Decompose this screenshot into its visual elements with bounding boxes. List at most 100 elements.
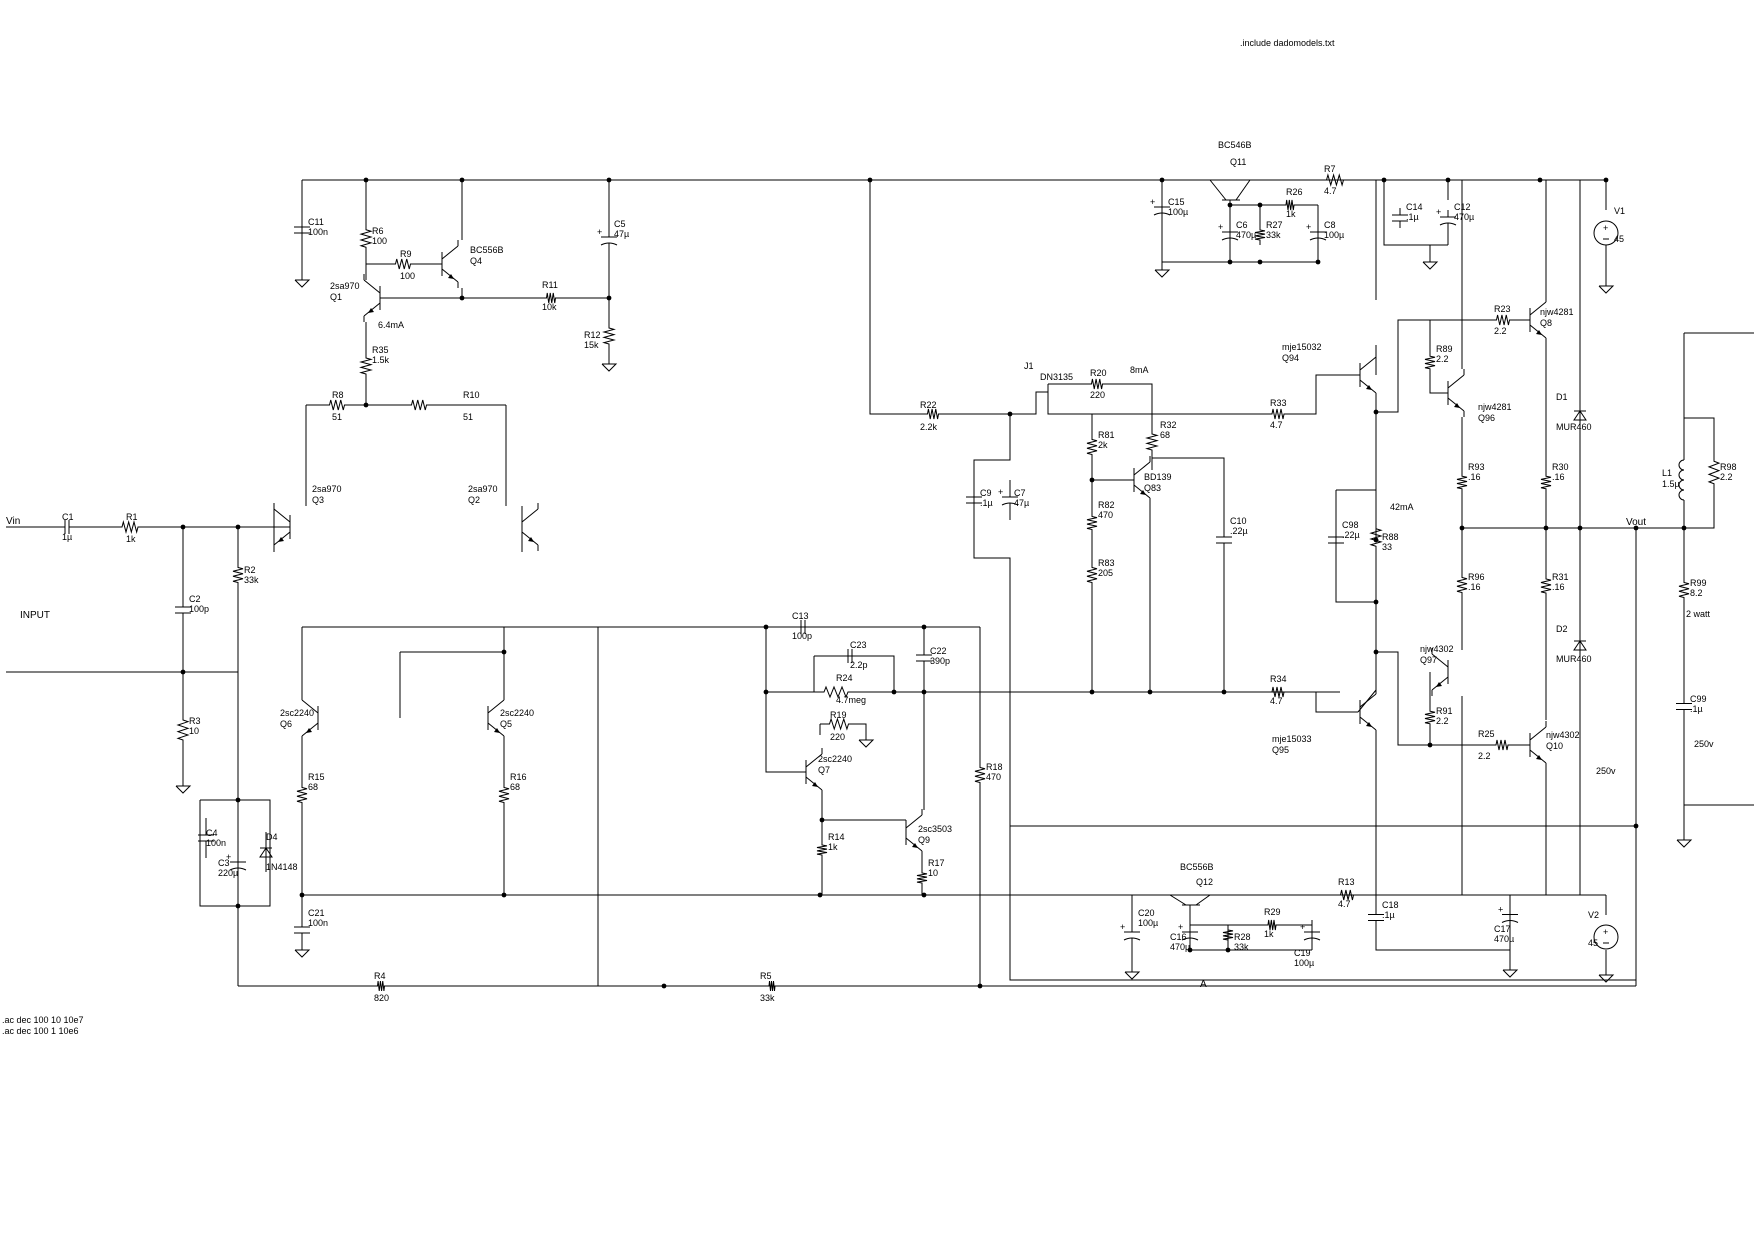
vin-label: Vin (6, 516, 20, 527)
capacitor-plate (1001, 502, 1019, 506)
resistor-body (359, 350, 373, 382)
resistor-body (1254, 225, 1266, 245)
inductor-coil (1678, 459, 1685, 501)
transistor-arrow (812, 782, 818, 787)
component-value: .1µ (1690, 704, 1703, 714)
ground-triangle (175, 785, 192, 794)
component-ref: C4 (206, 828, 218, 838)
component-ref: C10 (1230, 516, 1247, 526)
component-value: njw4302 (1420, 644, 1454, 654)
component-value: 100µ (1324, 230, 1344, 240)
component-value: 820 (374, 993, 389, 1003)
component-ref: R8 (332, 390, 344, 400)
component-ref: R88 (1382, 532, 1399, 542)
component-ref: R20 (1090, 368, 1107, 378)
vout-label: Vout (1626, 517, 1646, 528)
wire (365, 256, 388, 265)
component-ref: R96 (1468, 572, 1485, 582)
component-ref: C98 (1342, 520, 1359, 530)
component-value: .16 (1468, 472, 1481, 482)
junction-dot (817, 892, 823, 898)
component-ref: R28 (1234, 932, 1251, 942)
component-ref: R93 (1468, 462, 1485, 472)
component-ref: Q11 (1230, 157, 1246, 167)
component-ref: R81 (1098, 430, 1115, 440)
junction-dot (363, 177, 369, 183)
component-ref: C12 (1454, 202, 1471, 212)
junction-dot (180, 669, 186, 675)
transistor-collector (1529, 301, 1547, 316)
component-ref: R91 (1436, 706, 1453, 716)
resistor-body (322, 399, 352, 411)
ac-directive-1: .ac dec 100 10 10e7 (2, 1015, 84, 1025)
component-ref: Q96 (1478, 413, 1495, 423)
capacitor-plate (229, 867, 247, 871)
voltage-rating-note: 250v (1596, 766, 1616, 776)
component-value: 100µ (1294, 958, 1314, 968)
component-ref: C17 (1494, 924, 1511, 934)
resistor-body (1678, 575, 1690, 605)
component-value: 10 (928, 868, 938, 878)
component-ref: Q7 (818, 765, 830, 775)
polarity-mark: + (1498, 905, 1503, 915)
wire (1684, 417, 1715, 450)
resistor-body (1490, 739, 1514, 751)
junction-dot (1315, 259, 1321, 265)
component-value: njw4302 (1546, 730, 1580, 740)
resistor-body (1369, 520, 1383, 555)
component-value: 51 (332, 412, 342, 422)
component-ref: R32 (1160, 420, 1177, 430)
resistor-body (1707, 450, 1721, 495)
component-value: 8.2 (1690, 588, 1703, 598)
transistor-arrow (528, 537, 534, 542)
resistor-body (1086, 560, 1098, 590)
polarity-mark: + (1150, 197, 1155, 207)
junction-dot (235, 524, 241, 530)
junction-dot (891, 689, 897, 695)
component-value: 100p (189, 604, 209, 614)
component-ref: V2 (1588, 910, 1599, 920)
component-ref: R22 (920, 400, 937, 410)
capacitor-plate (1309, 237, 1327, 241)
resistor-body (388, 258, 418, 270)
component-ref: C23 (850, 640, 867, 650)
transistor-arrow (494, 728, 500, 733)
component-value: 205 (1098, 568, 1113, 578)
ground-triangle (858, 739, 875, 748)
ground-symbol (1422, 261, 1439, 270)
component-ref: Q94 (1282, 353, 1299, 363)
resistor-body (1266, 686, 1290, 698)
source-circle (1593, 220, 1619, 246)
junction-dot (235, 903, 241, 909)
component-ref: J1 (1024, 361, 1034, 371)
transistor-collector (487, 699, 505, 714)
junction-dot (921, 892, 927, 898)
component-ref: C22 (930, 646, 947, 656)
junction-dot (1147, 689, 1153, 695)
plus-mark: + (1603, 927, 1608, 937)
resistor-body (1318, 173, 1352, 187)
resistor-body (1540, 572, 1552, 600)
component-value: 1.5k (372, 355, 390, 365)
resistor-R93: R93.16 (1456, 462, 1485, 495)
junction-dot (1089, 477, 1095, 483)
capacitor-plate (600, 242, 618, 246)
polarity-mark: + (1178, 922, 1183, 932)
component-value: MUR460 (1556, 654, 1592, 664)
